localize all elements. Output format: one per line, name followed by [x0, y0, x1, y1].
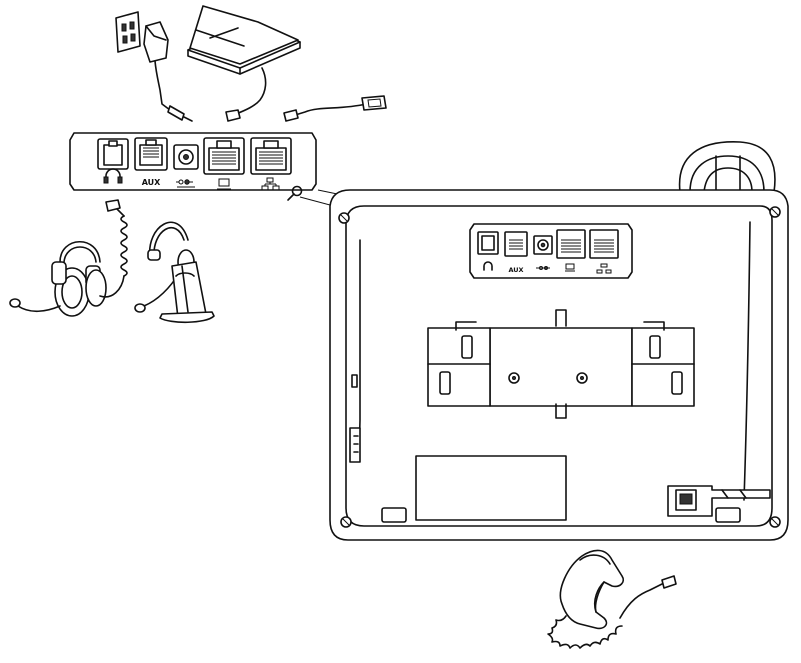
stand-bracket	[427, 309, 695, 419]
pc-port	[203, 137, 245, 190]
ethernet-cable	[283, 95, 387, 122]
wireless-headset	[134, 221, 215, 324]
headset-port	[97, 138, 129, 184]
aux-port: AUX	[134, 137, 168, 187]
aux-port-label: AUX	[142, 178, 161, 187]
internet-port	[250, 137, 292, 191]
power-adapter	[143, 21, 193, 122]
rear-port-panel-zoomed: AUX	[69, 132, 317, 201]
wired-headset	[9, 199, 128, 317]
phone-handset-jack	[667, 485, 771, 517]
wall-outlet	[115, 11, 141, 53]
dc-power-icon	[176, 179, 195, 188]
laptop-computer	[187, 5, 301, 122]
computer-icon	[217, 178, 231, 190]
phone-rear-port-panel: AUX	[469, 223, 633, 279]
dc-power-port	[173, 144, 199, 188]
magnifier-icon	[287, 185, 303, 201]
handset	[547, 549, 677, 649]
network-icon	[261, 177, 280, 191]
phone-aux-label: AUX	[508, 266, 523, 274]
